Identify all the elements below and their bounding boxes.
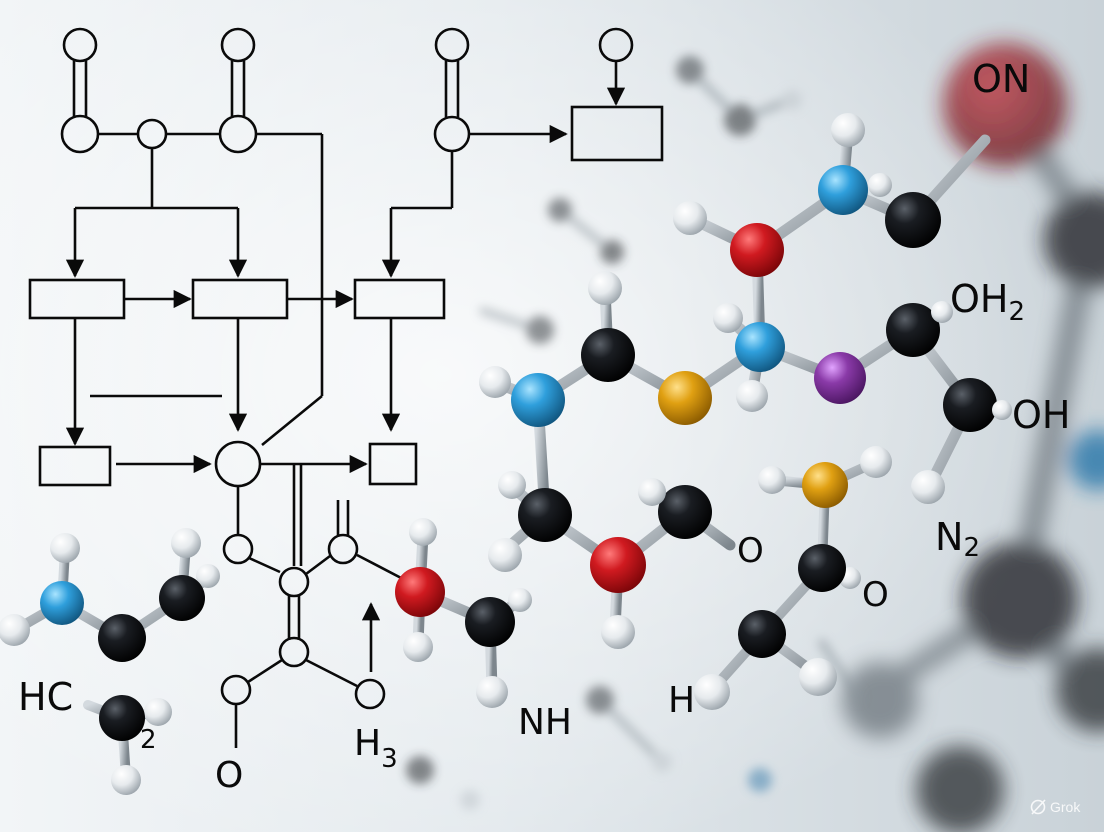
label-hc2: HC 2 [18, 675, 157, 755]
label-h: H [668, 680, 695, 721]
label-nh: NH [518, 702, 572, 743]
chemical-labels: ON OH2 OH N2 O O HC2 H3 NH H O [18, 57, 1070, 796]
label-hc2-main: HC [18, 675, 73, 719]
label-oh: OH [1012, 393, 1070, 437]
label-on: ON [972, 57, 1030, 101]
schematic-diagram [28, 27, 664, 748]
molecule-main [395, 113, 1012, 708]
label-oh2-sub: 2 [1008, 297, 1025, 327]
label-oh2-main: OH [950, 277, 1008, 321]
label-oh2: OH2 [950, 277, 1025, 327]
label-h3: H3 [354, 723, 398, 774]
label-o-ring: O [737, 531, 764, 571]
box-3 [353, 278, 446, 320]
box-top-right [570, 105, 664, 162]
watermark-text: Grok [1050, 799, 1081, 815]
label-h3-sub: 3 [381, 744, 398, 774]
watermark: Grok [1030, 799, 1081, 815]
top-left-unit [60, 27, 324, 447]
label-h3-main: H [354, 723, 381, 764]
label-n2: N2 [935, 515, 980, 563]
grok-logo-icon [1030, 799, 1046, 815]
label-o-chain: O [862, 575, 889, 615]
box-4 [38, 445, 112, 487]
molecule-small-chain [694, 446, 892, 710]
molecule-left [0, 528, 220, 795]
box-5 [368, 442, 418, 486]
label-hc2-sub: 2 [140, 725, 157, 755]
background-molecules-blurred [406, 43, 1104, 832]
label-o-bottom: O [215, 755, 243, 796]
label-n2-sub: 2 [963, 533, 980, 563]
label-n2-main: N [935, 515, 963, 559]
